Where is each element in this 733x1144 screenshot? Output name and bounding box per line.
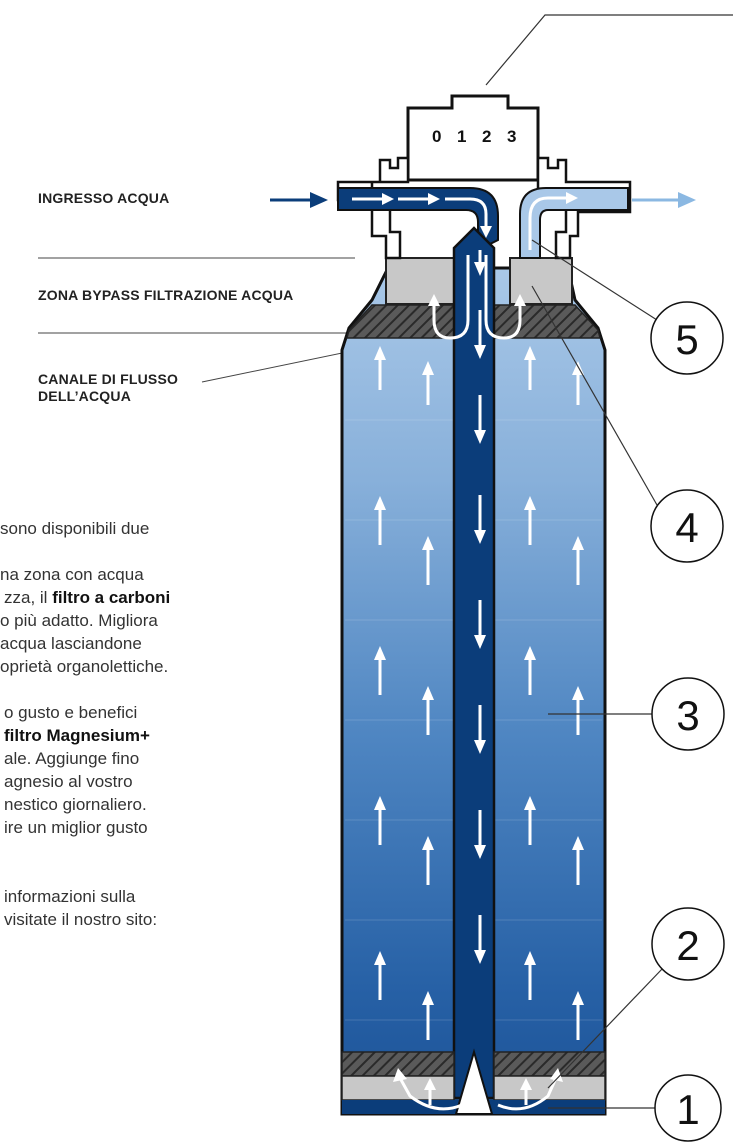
water-channel-label-line2: DELL’ACQUA [38, 388, 131, 404]
svg-text:4: 4 [675, 504, 698, 551]
svg-text:5: 5 [675, 316, 698, 363]
svg-text:3: 3 [676, 692, 699, 739]
bottom-block-right [493, 1075, 606, 1101]
callout-2: 2 [651, 907, 725, 981]
bypass-zone-label: ZONA BYPASS FILTRAZIONE ACQUA [38, 287, 294, 303]
paragraph-2: na zona con acqua zza, il filtro a carbo… [0, 565, 171, 676]
svg-text:2: 2 [676, 922, 699, 969]
inlet-arrowheads [382, 193, 492, 238]
bottom-flow-arrows [398, 1077, 558, 1111]
dial-number-1: 1 [457, 127, 466, 146]
top-leader-line [485, 14, 733, 86]
description-text: sono disponibili due na zona con acqua z… [0, 517, 170, 954]
outlet-arrowhead [566, 192, 578, 204]
outlet-arrow [632, 192, 696, 208]
water-channel-label: CANALE DI FLUSSO DELL’ACQUA [38, 371, 178, 405]
dial-number-0: 0 [432, 127, 441, 146]
svg-text:1: 1 [676, 1086, 699, 1133]
filter-head: 0 1 2 3 [406, 94, 540, 182]
body-up-arrowheads [374, 346, 584, 1005]
bypass-block-left [385, 257, 459, 305]
callout-4: 4 [650, 489, 724, 563]
water-channel-label-line1: CANALE DI FLUSSO [38, 371, 179, 387]
callout-1: 1 [654, 1074, 722, 1142]
bottom-mesh-right [493, 1051, 606, 1077]
paragraph-4: informazioni sulla visitate il nostro si… [4, 887, 158, 929]
top-bypass-arrowheads [428, 294, 526, 306]
body-up-arrows [378, 360, 580, 1040]
bottom-flow-arrowheads [393, 1068, 563, 1090]
inlet-arrow [270, 192, 328, 208]
dial-number-3: 3 [507, 127, 516, 146]
paragraph-3: o gusto e benefici filtro Magnesium+ ale… [4, 703, 150, 837]
callout-leaders [531, 239, 664, 1109]
top-bypass-arrows [432, 255, 522, 340]
inlet-flow-arrows [352, 197, 488, 226]
bottom-cone [454, 1048, 494, 1115]
central-down-arrowheads [474, 262, 486, 964]
outlet-flow-arrow [528, 196, 568, 250]
outlet-channel [519, 187, 629, 259]
callout-3: 3 [651, 677, 725, 751]
central-tube [452, 226, 496, 1100]
callout-5: 5 [650, 301, 724, 375]
carbon-filter-bold: filtro a carboni [52, 588, 171, 607]
magnesium-filter-bold: filtro Magnesium+ [4, 726, 150, 745]
inlet-label: INGRESSO ACQUA [38, 190, 170, 206]
dial-number-2: 2 [482, 127, 491, 146]
paragraph-1: sono disponibili due [0, 519, 150, 538]
